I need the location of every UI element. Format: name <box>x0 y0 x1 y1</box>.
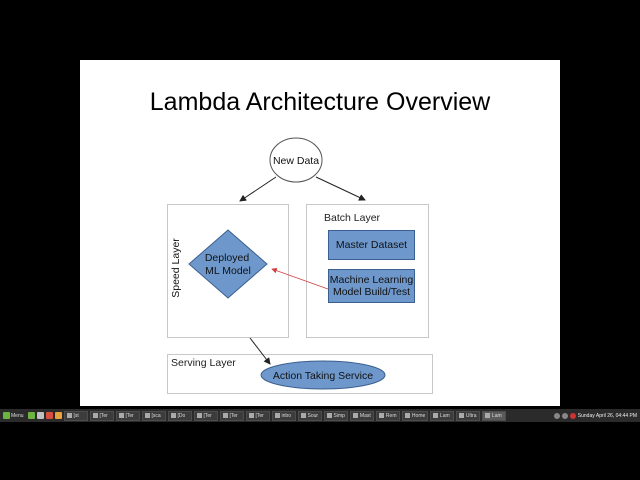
menu-label: Menu <box>11 412 24 419</box>
taskbar-task-label: Ultra <box>465 412 477 419</box>
taskbar-task-label: Lam <box>439 412 450 419</box>
window-icon <box>352 413 358 418</box>
window-icon <box>432 413 438 418</box>
taskbar-task[interactable]: Lam <box>481 410 506 421</box>
taskbar-task[interactable]: Rem <box>375 410 400 421</box>
window-icon <box>144 413 150 418</box>
window-icon <box>326 413 332 418</box>
system-tray: Sunday April 26, 04:44 PM <box>553 412 640 419</box>
taskbar-task-label: Sour <box>307 412 319 419</box>
deployed-ml-model-node[interactable] <box>188 229 268 299</box>
taskbar-task-label: [Ter <box>203 412 212 419</box>
new-data-node[interactable] <box>269 137 323 183</box>
taskbar-task[interactable]: inbo <box>271 410 296 421</box>
slide-title: Lambda Architecture Overview <box>149 88 491 116</box>
taskbar-task[interactable]: Ultra <box>455 410 480 421</box>
speed-layer-label: Speed Layer <box>170 238 182 298</box>
arrow-to-serving-service <box>249 337 271 365</box>
task-list: [st [Ter [Ter [sca [Do [Ter [Ter [Ter inbo Sour Si… <box>63 410 507 421</box>
slide: Lambda Architecture Overview Batch Layer… <box>80 60 560 406</box>
serving-layer-label: Serving Layer <box>171 357 236 369</box>
taskbar-task[interactable]: Simp <box>323 410 348 421</box>
taskbar-task[interactable]: [sca <box>141 410 166 421</box>
taskbar: Menu [st [Ter [Ter [sca [Do [Ter [Ter [Ter inbo S… <box>0 409 640 422</box>
taskbar-task-label: [st <box>73 412 79 419</box>
window-icon <box>66 413 72 418</box>
clock[interactable]: Sunday April 26, 04:44 PM <box>577 412 637 419</box>
terminal-icon[interactable] <box>36 412 44 419</box>
browser-icon[interactable] <box>45 412 53 419</box>
menu-icon <box>3 412 10 419</box>
window-icon <box>248 413 254 418</box>
window-icon <box>300 413 306 418</box>
window-icon <box>404 413 410 418</box>
window-icon <box>222 413 228 418</box>
taskbar-task-label: Lam <box>491 412 502 419</box>
taskbar-task-label: [sca <box>151 412 161 419</box>
taskbar-task[interactable]: [Ter <box>219 410 244 421</box>
window-icon <box>378 413 384 418</box>
taskbar-task-label: [Do <box>177 412 186 419</box>
taskbar-task[interactable]: [Ter <box>89 410 114 421</box>
window-icon <box>92 413 98 418</box>
taskbar-task[interactable]: Mast <box>349 410 374 421</box>
taskbar-task-label: Mast <box>359 412 371 419</box>
master-dataset-label: Master Dataset <box>335 239 408 251</box>
volume-icon[interactable] <box>561 412 568 419</box>
window-icon <box>196 413 202 418</box>
taskbar-task-label: [Ter <box>125 412 134 419</box>
ml-build-line1: Machine Learning <box>329 274 414 286</box>
taskbar-task-label: [Ter <box>99 412 108 419</box>
taskbar-task[interactable]: Lam <box>429 410 454 421</box>
window-icon <box>484 413 490 418</box>
arrow-to-batch-layer <box>315 176 366 201</box>
ml-model-line2: ML Model <box>205 265 251 277</box>
taskbar-task-label: inbo <box>281 412 291 419</box>
new-data-label: New Data <box>273 155 319 167</box>
taskbar-task-label: [Ter <box>255 412 264 419</box>
taskbar-task[interactable]: [Ter <box>193 410 218 421</box>
ml-model-line1: Deployed <box>205 252 250 264</box>
window-icon <box>118 413 124 418</box>
arrow-to-speed-layer <box>239 176 277 202</box>
desktop-icon[interactable] <box>27 412 35 419</box>
taskbar-task[interactable]: [Do <box>167 410 192 421</box>
taskbar-task[interactable]: [Ter <box>245 410 270 421</box>
files-icon[interactable] <box>54 412 62 419</box>
taskbar-task[interactable]: Sour <box>297 410 322 421</box>
taskbar-task-label: Simp <box>333 412 345 419</box>
taskbar-task-label: Home <box>411 412 426 419</box>
model-deploy-arrow <box>271 267 329 290</box>
action-taking-service-node[interactable] <box>260 360 386 390</box>
start-menu-button[interactable]: Menu <box>0 409 27 422</box>
window-icon <box>274 413 280 418</box>
network-icon[interactable] <box>553 412 560 419</box>
window-icon <box>458 413 464 418</box>
batch-layer-label: Batch Layer <box>324 212 381 224</box>
master-dataset-box[interactable]: Master Dataset <box>328 230 415 260</box>
taskbar-task-label: [Ter <box>229 412 238 419</box>
window-icon <box>170 413 176 418</box>
taskbar-task[interactable]: [st <box>63 410 88 421</box>
taskbar-task[interactable]: [Ter <box>115 410 140 421</box>
ml-build-line2: Model Build/Test <box>332 286 411 298</box>
action-taking-service-label: Action Taking Service <box>273 370 373 382</box>
update-icon[interactable] <box>569 412 576 419</box>
taskbar-task[interactable]: Home <box>401 410 428 421</box>
diagram-overlay: New Data Deployed ML Model Speed Layer A… <box>170 137 386 390</box>
taskbar-task-label: Rem <box>385 412 397 419</box>
ml-build-test-box[interactable]: Machine Learning Model Build/Test <box>328 269 415 303</box>
